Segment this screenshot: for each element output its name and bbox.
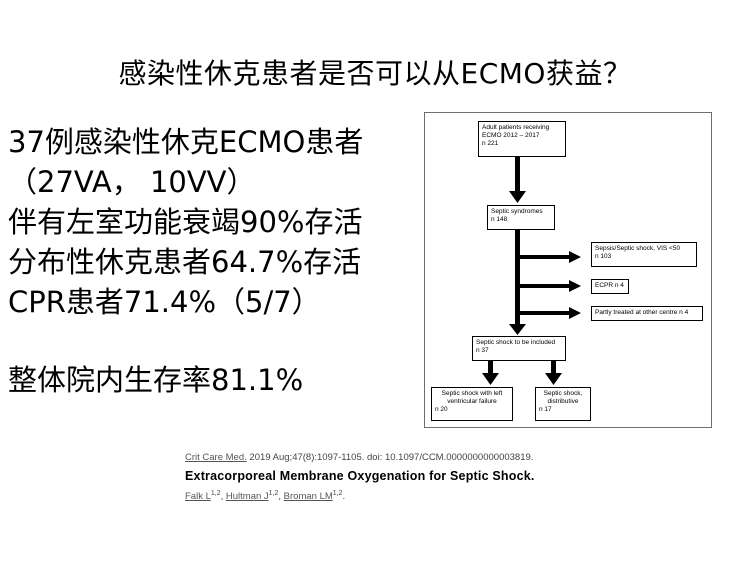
author-link[interactable]: Broman LM (283, 491, 333, 503)
branch-2-arrowhead (569, 280, 581, 292)
citation: Crit Care Med. 2019 Aug;47(8):1097-1105.… (185, 452, 535, 502)
box-septic-syndromes: Septic syndromes n 148 (487, 205, 555, 230)
box-included: Septic shock to be included n 37 (472, 336, 566, 361)
box-left-ventricular-failure: Septic shock with left ventricular failu… (431, 387, 513, 421)
patient-flowchart: Adult patients receiving ECMO 2012 – 201… (424, 112, 712, 428)
finding-lv-failure-survival: 伴有左室功能衰竭90%存活 (8, 205, 363, 239)
flowchart-connectors (482, 157, 581, 385)
connector-trunk-arrowhead (509, 324, 526, 335)
box-distributive: Septic shock, distributive n 17 (535, 387, 591, 421)
box-excluded-ecpr: ECPR n 4 (591, 279, 629, 294)
citation-journal-line: Crit Care Med. 2019 Aug;47(8):1097-1105.… (185, 452, 535, 463)
author-affiliation: 1,2 (332, 490, 343, 497)
finding-mode-split: （27VA， 10VV） (8, 165, 256, 199)
citation-end: . (342, 491, 346, 503)
branch-2 (520, 284, 570, 288)
spacer (8, 322, 418, 360)
slide-title: 感染性休克患者是否可以从ECMO获益？ (118, 57, 632, 90)
connector-left-arrowhead (482, 373, 499, 385)
box-excluded-other-centre: Partly treated at other centre n 4 (591, 306, 703, 321)
citation-details: 2019 Aug;47(8):1097-1105. doi: 10.1097/C… (246, 452, 534, 463)
finding-distributive-survival: 分布性休克患者64.7%存活 (8, 245, 362, 279)
branch-1 (520, 255, 570, 259)
connector-top-arrowhead (509, 191, 526, 203)
author-separator: , (220, 491, 226, 503)
branch-3-arrowhead (569, 307, 581, 319)
author-affiliation: 1,2 (268, 490, 279, 497)
finding-cases: 37例感染性休克ECMO患者 (8, 125, 364, 159)
box-excluded-sepsis: Sepsis/Septic shock, VIS <50 n 103 (591, 242, 697, 267)
finding-overall-survival: 整体院内生存率81.1% (8, 363, 304, 397)
author-separator: , (278, 491, 284, 503)
connector-trunk (515, 230, 520, 326)
connector-top-shaft (515, 157, 520, 193)
finding-cpr-survival: CPR患者71.4%（5/7） (8, 285, 321, 319)
author-link[interactable]: Hultman J (225, 491, 269, 503)
citation-title: Extracorporeal Membrane Oxygenation for … (185, 469, 535, 483)
findings-list: 37例感染性休克ECMO患者 （27VA， 10VV） 伴有左室功能衰竭90%存… (8, 122, 418, 400)
author-affiliation: 1,2 (210, 490, 221, 497)
citation-authors: Falk L1,2, Hultman J1,2, Broman LM1,2. (185, 490, 535, 502)
branch-1-arrowhead (569, 251, 581, 263)
connector-right-arrowhead (545, 373, 562, 385)
box-adult-patients: Adult patients receiving ECMO 2012 – 201… (478, 121, 566, 157)
author-link[interactable]: Falk L (185, 491, 211, 503)
connector-right-shaft (551, 361, 556, 375)
journal-link[interactable]: Crit Care Med. (185, 452, 247, 463)
branch-3 (520, 311, 570, 315)
connector-left-shaft (488, 361, 493, 375)
